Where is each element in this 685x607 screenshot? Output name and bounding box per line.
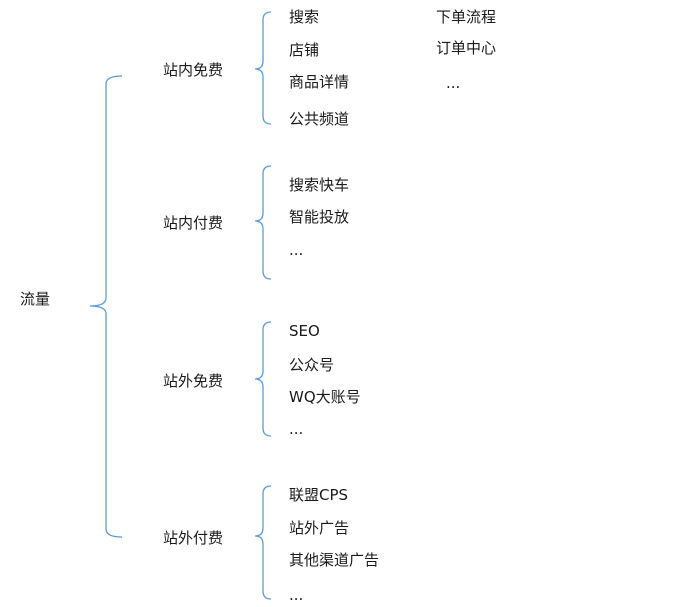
category-brace-offsite-paid: [254, 485, 272, 600]
leaf-item: 公共频道: [289, 110, 350, 128]
root-node-label: 流量: [20, 290, 51, 308]
category-brace-onsite-paid: [254, 165, 272, 280]
side-note-ellipsis: ...: [446, 74, 461, 92]
leaf-item: SEO: [289, 322, 320, 340]
leaf-item: ...: [289, 241, 304, 259]
leaf-item: 站外广告: [289, 519, 350, 537]
side-note-order-flow: 下单流程: [436, 8, 497, 26]
category-label-offsite-free: 站外免费: [163, 372, 224, 390]
leaf-item: 商品详情: [289, 73, 350, 91]
leaf-item: WQ大账号: [289, 388, 361, 406]
leaf-item: 搜索: [289, 8, 320, 26]
leaf-item: 公众号: [289, 356, 335, 374]
category-label-offsite-paid: 站外付费: [163, 529, 224, 547]
leaf-item: 联盟CPS: [289, 486, 349, 504]
leaf-item: ...: [289, 420, 304, 438]
leaf-item: ...: [289, 586, 304, 604]
category-label-onsite-paid: 站内付费: [163, 214, 224, 232]
leaf-item: 其他渠道广告: [289, 551, 380, 569]
category-brace-offsite-free: [254, 321, 272, 437]
root-brace: [89, 75, 123, 538]
category-label-onsite-free: 站内免费: [163, 61, 224, 79]
leaf-item: 店铺: [289, 41, 320, 59]
leaf-item: 智能投放: [289, 208, 350, 226]
side-note-order-center: 订单中心: [436, 39, 497, 57]
leaf-item: 搜索快车: [289, 176, 350, 194]
category-brace-onsite-free: [254, 11, 272, 125]
